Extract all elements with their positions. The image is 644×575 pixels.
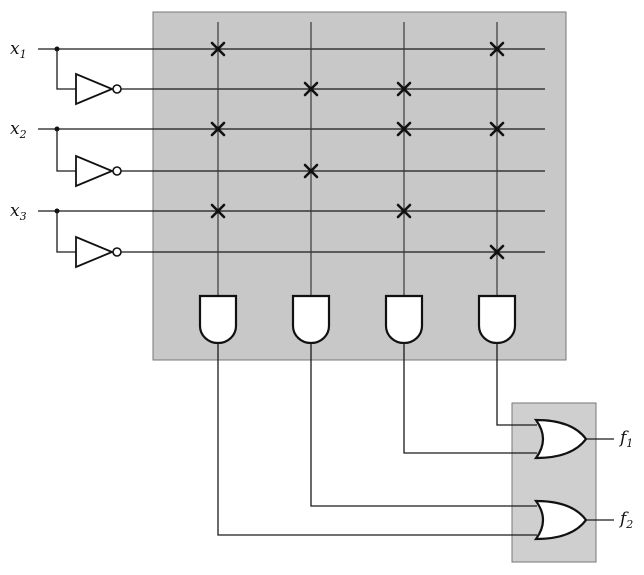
product-lines [217, 22, 498, 296]
connection-mark-icon [489, 41, 505, 57]
inverter-x2-icon [75, 154, 115, 188]
connection-mark-icon [396, 203, 412, 219]
connection-mark-icon [210, 41, 226, 57]
connection-mark-icon [489, 244, 505, 260]
connection-mark-icon [396, 121, 412, 137]
connection-mark-icon [303, 163, 319, 179]
and-gate-1-icon [198, 294, 238, 345]
input-label-x2: x2 [10, 119, 27, 141]
or-gate-f1-icon [533, 418, 588, 460]
input-buffers [38, 46, 545, 269]
and-gates [198, 294, 517, 345]
connection-mark-icon [396, 81, 412, 97]
or-gate-f2-icon [533, 499, 588, 541]
input-label-x1: x1 [10, 39, 27, 61]
connection-mark-icon [303, 81, 319, 97]
connection-mark-icon [210, 121, 226, 137]
inverter-x1-icon [75, 72, 115, 106]
and-gate-2-icon [291, 294, 331, 345]
output-label-f2: f2 [618, 509, 633, 531]
input-label-x3: x3 [10, 201, 27, 223]
and-gate-4-icon [477, 294, 517, 345]
programmed-connections [210, 41, 505, 260]
inverter-x3-icon [75, 235, 115, 269]
connection-mark-icon [489, 121, 505, 137]
and-gate-3-icon [384, 294, 424, 345]
or-gates [533, 418, 614, 541]
connection-mark-icon [210, 203, 226, 219]
output-label-f1: f1 [618, 428, 633, 450]
or-routing [217, 343, 537, 536]
